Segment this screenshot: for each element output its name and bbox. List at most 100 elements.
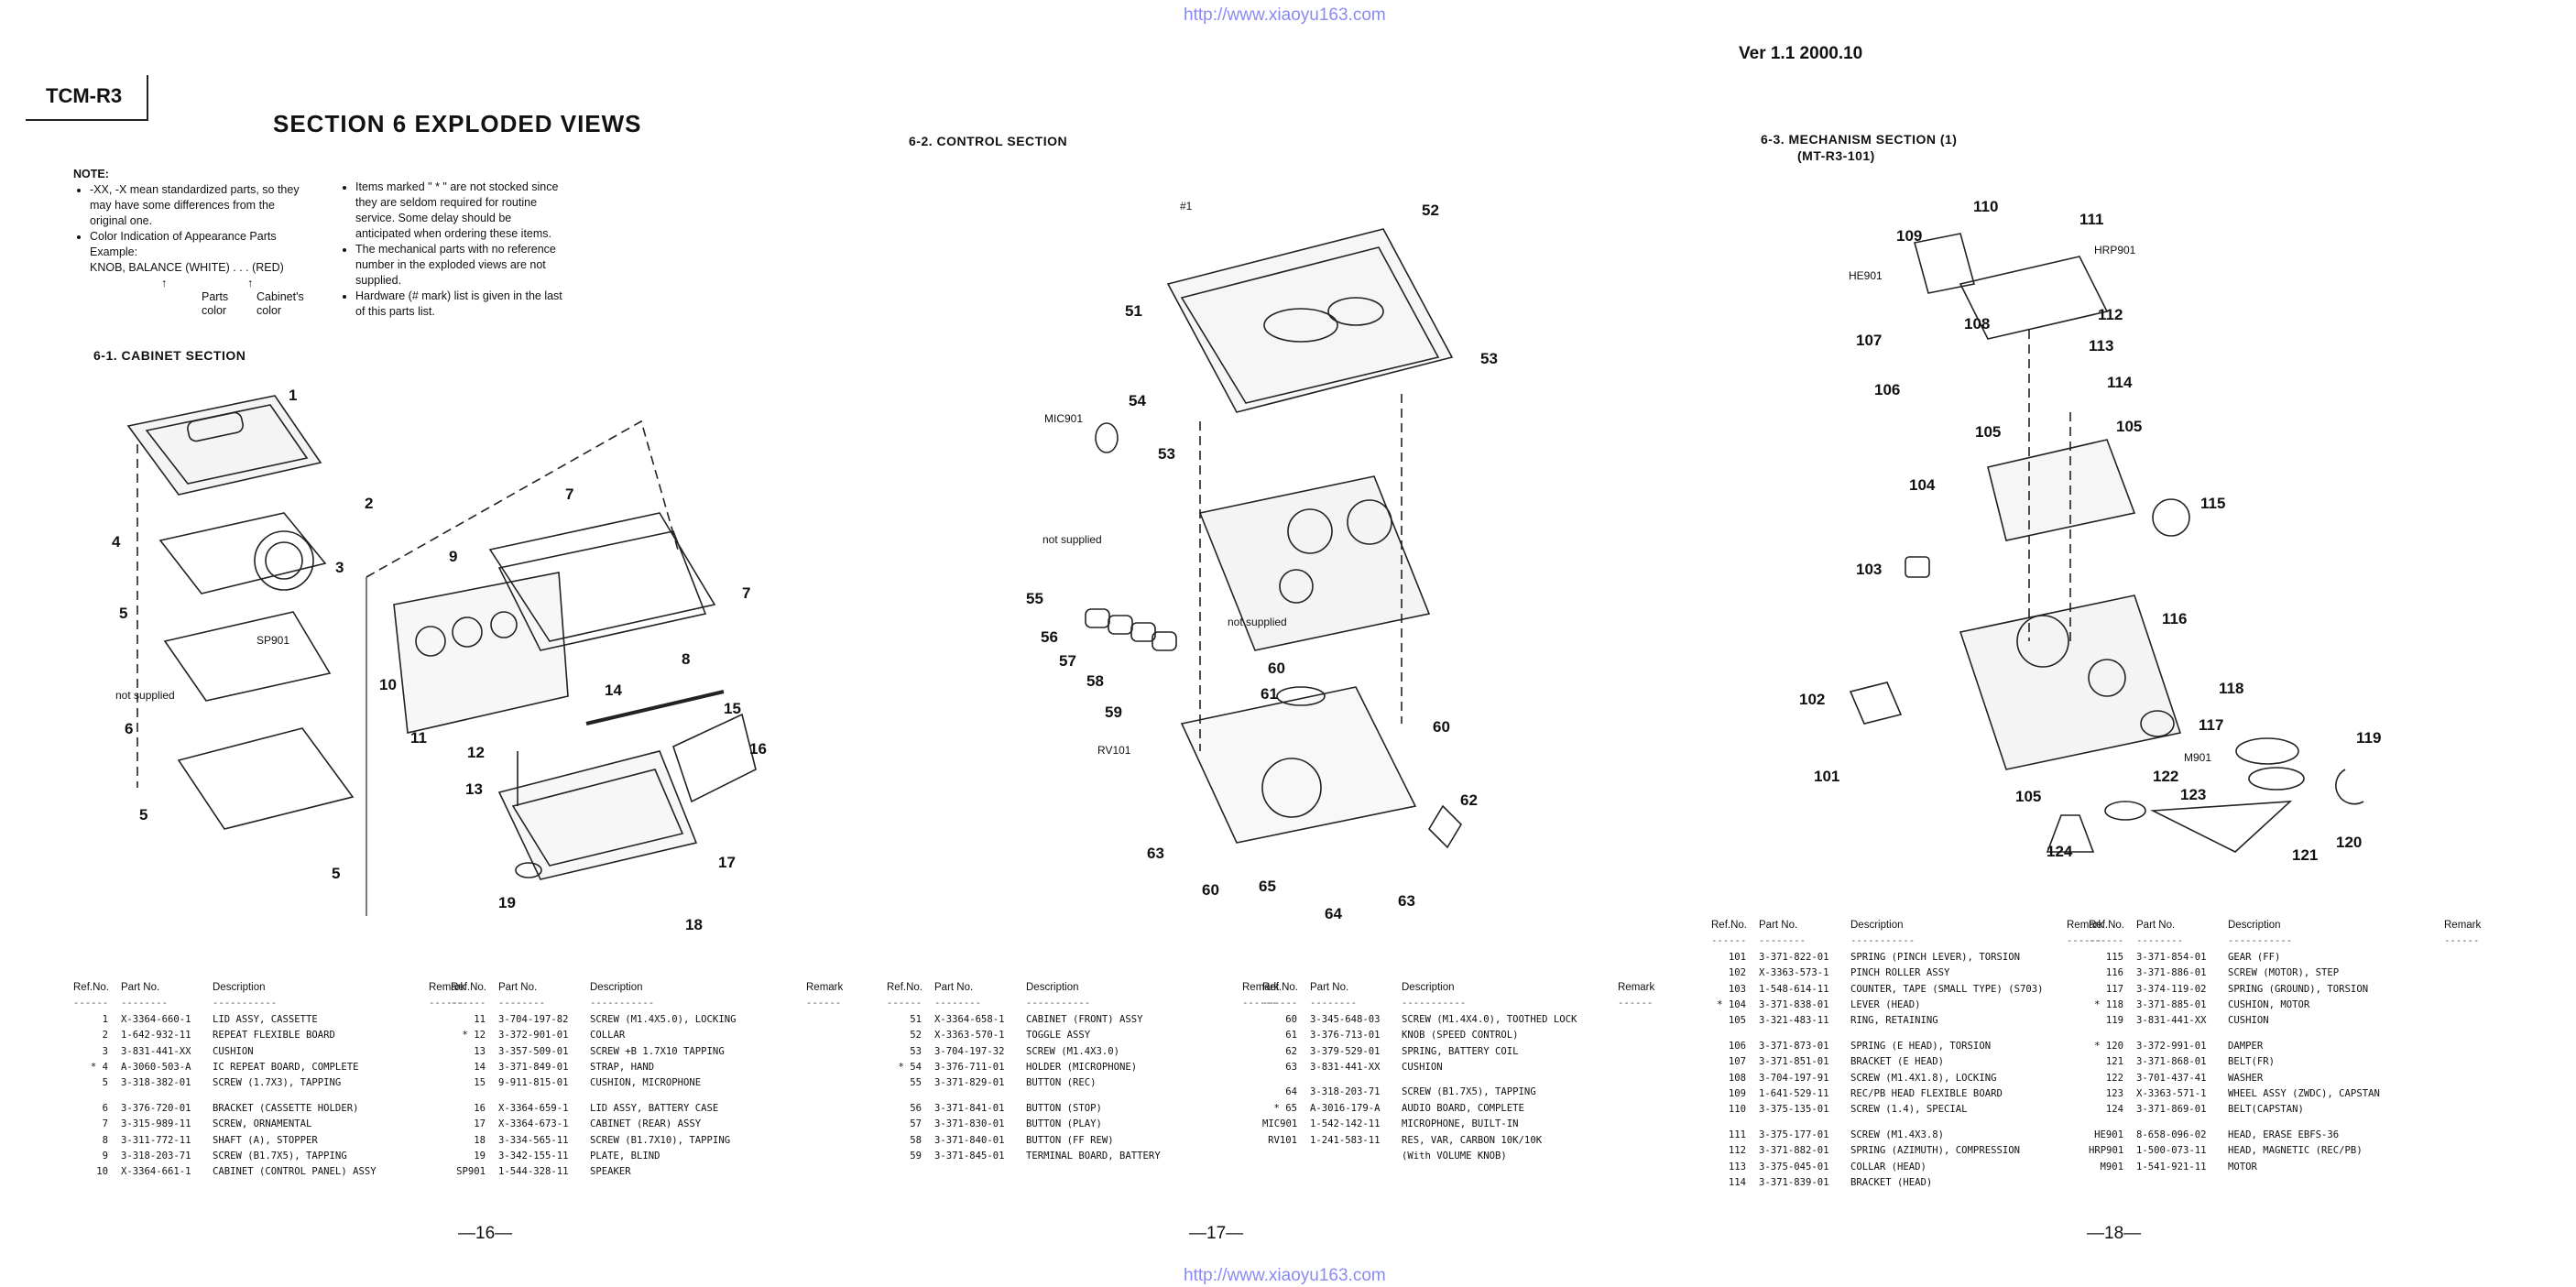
cell-ref: 51 — [910, 1013, 922, 1025]
callout-label: 109 — [1896, 227, 1923, 245]
cell-part-no: 3-318-382-01 — [121, 1077, 191, 1089]
cell-part-no: A-3060-503-A — [121, 1062, 191, 1074]
cell-ref: SP901 — [456, 1166, 486, 1178]
rule-remark: ------ — [1618, 998, 1654, 1009]
callout-label: 16 — [749, 740, 767, 758]
callout-label: 121 — [2292, 846, 2319, 864]
callout-label: 105 — [2015, 788, 2042, 805]
cell-ref: 52 — [910, 1030, 922, 1042]
parts-color-caption: Parts color — [202, 290, 229, 317]
cell-ref: 107 — [1728, 1056, 1746, 1068]
cell-ref: 56 — [910, 1102, 922, 1114]
cell-description: STRAP, HAND — [590, 1062, 655, 1074]
cell-description: COLLAR (HEAD) — [1850, 1161, 1927, 1172]
arrow-up-icon: ↑ — [247, 277, 254, 289]
cell-description: SCREW, ORNAMENTAL — [213, 1118, 312, 1130]
cell-ref: 1 — [102, 1013, 108, 1025]
cell-part-no: 3-704-197-91 — [1759, 1072, 1829, 1084]
col-header-part: Part No. — [934, 982, 974, 993]
cell-description: BUTTON (REC) — [1026, 1077, 1097, 1089]
rule-ref: ------ — [1711, 935, 1747, 947]
cell-remark — [1618, 1012, 1654, 1028]
rule-desc: ----------- — [1026, 998, 1091, 1009]
cell-ref: HRP901 — [2089, 1145, 2124, 1157]
cell-part-no: 3-704-197-32 — [934, 1045, 1005, 1057]
mechanism-drawing — [1849, 233, 2364, 853]
cell-description: TERMINAL BOARD, BATTERY — [1026, 1151, 1161, 1162]
cell-part-no: 3-831-441-XX — [121, 1045, 191, 1057]
cell-description: SCREW (1.4), SPECIAL — [1850, 1104, 1968, 1116]
rule-desc: ----------- — [213, 998, 278, 1009]
cell-part-no: 3-311-772-11 — [121, 1134, 191, 1146]
col-header-desc: Description — [1402, 982, 1455, 993]
control-drawing — [1085, 228, 1463, 849]
cell-part-no: 3-376-720-01 — [121, 1102, 191, 1114]
bottom-url[interactable]: http://www.xiaoyu163.com — [1184, 1266, 1386, 1285]
cell-remark — [2444, 1013, 2481, 1029]
col-header-desc: Description — [2228, 920, 2281, 931]
cell-ref: 106 — [1728, 1040, 1746, 1052]
cell-part-no: 3-374-119-02 — [2136, 983, 2207, 995]
cell-part-no: 3-375-177-01 — [1759, 1129, 1829, 1140]
cell-ref: * 12 — [462, 1030, 486, 1042]
callout-label: 6 — [125, 720, 134, 737]
col-header-ref: Ref.No. — [887, 982, 922, 993]
cell-remark — [2444, 1071, 2481, 1086]
cell-description: RES, VAR, CARBON 10K/10K — [1402, 1134, 1543, 1146]
table-spacer — [887, 1092, 1279, 1101]
rule-ref: ------ — [451, 998, 486, 1009]
callout-label: 54 — [1129, 392, 1146, 409]
mechanism-section-model: (MT-R3-101) — [1797, 148, 1875, 163]
callout-label: not supplied — [115, 689, 175, 702]
cell-part-no: 3-371-869-01 — [2136, 1104, 2207, 1116]
cell-remark — [2067, 1175, 2103, 1191]
cell-description: CABINET (REAR) ASSY — [590, 1118, 702, 1130]
cell-description: CABINET (CONTROL PANEL) ASSY — [213, 1166, 377, 1178]
cell-remark — [2444, 1054, 2481, 1070]
cell-ref: 55 — [910, 1077, 922, 1089]
cell-remark — [806, 1044, 843, 1060]
cell-ref: 9 — [102, 1151, 108, 1162]
cell-part-no: 3-704-197-82 — [498, 1013, 569, 1025]
callout-label: 5 — [332, 865, 341, 882]
callout-label: 11 — [410, 729, 427, 747]
col-header-desc: Description — [590, 982, 643, 993]
callout-label: HRP901 — [2094, 244, 2136, 256]
cell-description: SCREW (1.7X3), TAPPING — [213, 1077, 342, 1089]
cell-ref: 15 — [474, 1077, 486, 1089]
cell-part-no: 3-371-822-01 — [1759, 951, 1829, 963]
cell-ref: 11 — [474, 1013, 486, 1025]
cell-description: WASHER — [2228, 1072, 2264, 1084]
cell-ref — [1262, 1149, 1310, 1164]
cell-ref: 64 — [1285, 1086, 1297, 1098]
callout-label: 116 — [2162, 610, 2188, 627]
col-header-remark: Remark — [806, 982, 844, 993]
cell-ref: 102 — [1728, 967, 1746, 979]
cell-part-no — [1310, 1149, 1402, 1164]
rule-desc: ----------- — [1850, 935, 1916, 947]
table-header-rule: ------------------------------- — [1711, 933, 2103, 949]
table-spacer — [2089, 1118, 2481, 1128]
cell-ref: 2 — [102, 1030, 108, 1042]
top-url[interactable]: http://www.xiaoyu163.com — [1184, 5, 1386, 25]
cell-part-no: 3-371-829-01 — [934, 1077, 1005, 1089]
cell-ref: HE901 — [2094, 1129, 2123, 1140]
